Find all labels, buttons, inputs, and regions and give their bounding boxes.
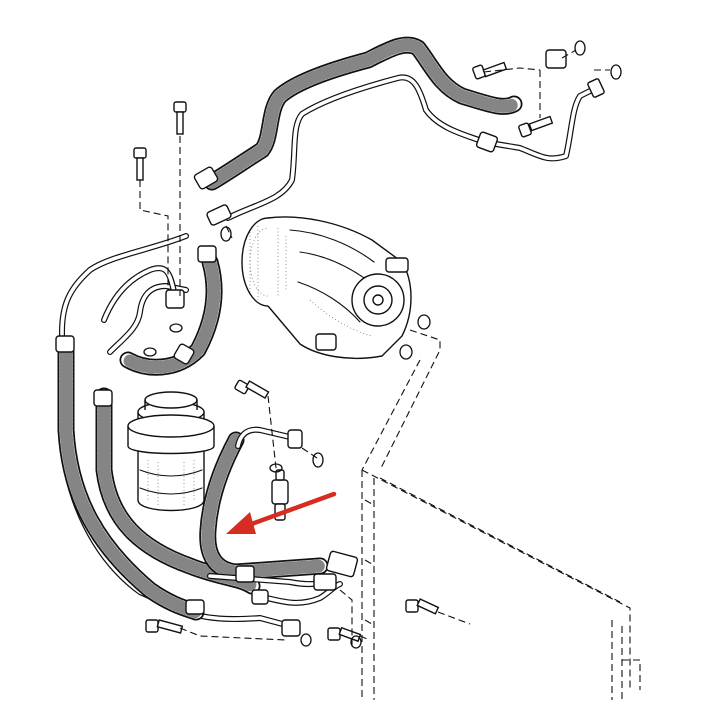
center-pipes xyxy=(101,265,343,606)
bolt-top-center xyxy=(173,101,187,135)
liquid-pipe-upper xyxy=(225,74,599,221)
bolt-right-mid xyxy=(518,115,554,138)
compressor xyxy=(241,216,412,360)
fittings xyxy=(55,49,605,637)
bolt-right-top xyxy=(472,61,508,80)
condenser-hose xyxy=(199,431,329,581)
condenser-outline xyxy=(361,469,641,700)
indicator-arrow xyxy=(226,491,337,534)
suction-hose-upper xyxy=(203,36,523,191)
bolt-lower-mid xyxy=(327,626,362,643)
bolt-lower-left xyxy=(145,619,184,634)
bolts xyxy=(133,61,554,643)
discharge-hose xyxy=(119,253,223,376)
bolt-condenser xyxy=(405,598,440,615)
bolt-left xyxy=(133,147,147,181)
hose-left-outer xyxy=(57,337,205,621)
bolt-mid xyxy=(234,379,270,400)
receiver-dryer xyxy=(127,391,215,512)
leader-lines xyxy=(139,49,610,650)
